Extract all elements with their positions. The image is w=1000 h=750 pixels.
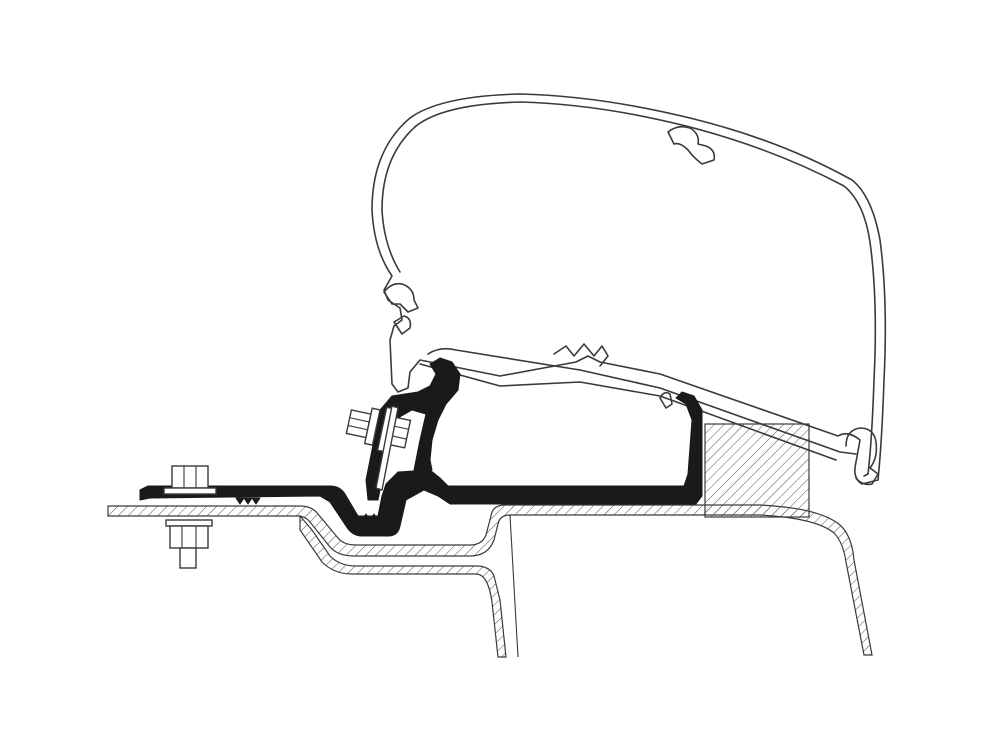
awning-small-clip [659, 391, 673, 409]
awning-top-clip [667, 125, 716, 165]
bolt-shaft [179, 547, 197, 569]
awning-lower-rail-line [427, 347, 857, 455]
bolt-washer-top [163, 487, 217, 495]
vehicle-roof-icon [107, 504, 873, 658]
awning-outer-shell [371, 93, 887, 485]
roof-wall-line [509, 514, 519, 658]
rail-teeth [235, 497, 653, 505]
roof-recess-plate [299, 514, 507, 658]
bolt-head [171, 465, 209, 489]
rail-recess-teeth [361, 513, 395, 531]
awning-left-clip-lower [393, 315, 412, 335]
mounting-rail-icon [139, 357, 703, 537]
roof-panel-skin [107, 504, 873, 656]
bolt-nut [169, 525, 209, 549]
awning-profile-icon [371, 93, 887, 486]
awning-right-hook [845, 427, 879, 486]
awning-inner-shell [381, 101, 877, 477]
angled-bolt-washer [363, 407, 381, 446]
awning-left-clip-upper [383, 282, 419, 313]
hatched-spacer-icon [704, 423, 810, 518]
flange-clamp-plate [375, 405, 399, 491]
rail-upright-flange [365, 357, 461, 501]
hex-bolt-icon [163, 465, 217, 569]
awning-middle-ridge [553, 343, 609, 367]
rail-base-plate [139, 391, 703, 537]
bolt-washer-bottom [165, 519, 213, 527]
awning-lower-rail-line-2 [419, 363, 837, 461]
